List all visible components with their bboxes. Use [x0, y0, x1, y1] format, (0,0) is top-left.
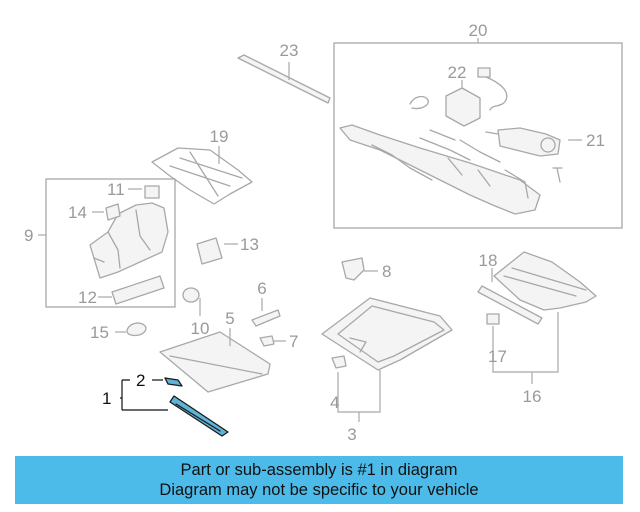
- callout-4: 4: [330, 393, 339, 412]
- callout-1: 1: [102, 389, 111, 408]
- callout-22: 22: [448, 63, 467, 82]
- callout-11: 11: [107, 180, 125, 199]
- callout-19: 19: [210, 127, 229, 146]
- callout-6: 6: [257, 279, 266, 298]
- callout-17: 17: [488, 347, 507, 366]
- callout-8: 8: [382, 262, 391, 281]
- callout-7: 7: [289, 332, 298, 351]
- callout-16: 16: [523, 387, 542, 406]
- banner-line-part-number: Part or sub-assembly is #1 in diagram: [180, 461, 458, 479]
- callout-23: 23: [280, 41, 299, 60]
- callout-5: 5: [225, 309, 234, 328]
- strip-23-part: [237, 54, 331, 104]
- group-box-9: [45, 178, 176, 308]
- callout-20: 20: [469, 21, 488, 40]
- rear-trim-18-part: [493, 251, 597, 311]
- callout-14: 14: [68, 203, 87, 222]
- floor-panel-5-part: [159, 331, 271, 393]
- bracket-8-part: [341, 257, 365, 281]
- callout-15: 15: [90, 323, 109, 342]
- info-banner: Part or sub-assembly is #1 in diagram Di…: [15, 456, 623, 504]
- callout-13: 13: [240, 235, 259, 254]
- callout-9: 9: [24, 226, 33, 245]
- floor-3-part: [321, 297, 453, 371]
- callout-18: 18: [479, 251, 498, 270]
- callout-21: 21: [586, 131, 605, 150]
- callout-2: 2: [136, 371, 145, 390]
- knob-10-part: [182, 287, 200, 303]
- module-part: [445, 87, 481, 127]
- vent-13-part: [196, 237, 223, 265]
- part-1-highlight: [169, 395, 229, 437]
- callout-10: 10: [191, 319, 210, 338]
- callout-12: 12: [78, 288, 97, 307]
- strip-6-part: [251, 309, 281, 327]
- latch-part: [497, 127, 561, 157]
- part-2-highlight: [164, 377, 183, 387]
- callout-3: 3: [347, 425, 356, 444]
- banner-line-disclaimer: Diagram may not be specific to your vehi…: [159, 481, 479, 499]
- cargo-cover-part: [151, 147, 253, 205]
- side-trim-part: [89, 202, 169, 279]
- parts-diagram: 20 23 22 21 19 11 14 9 13 12 8 18 6 5 10…: [24, 21, 623, 444]
